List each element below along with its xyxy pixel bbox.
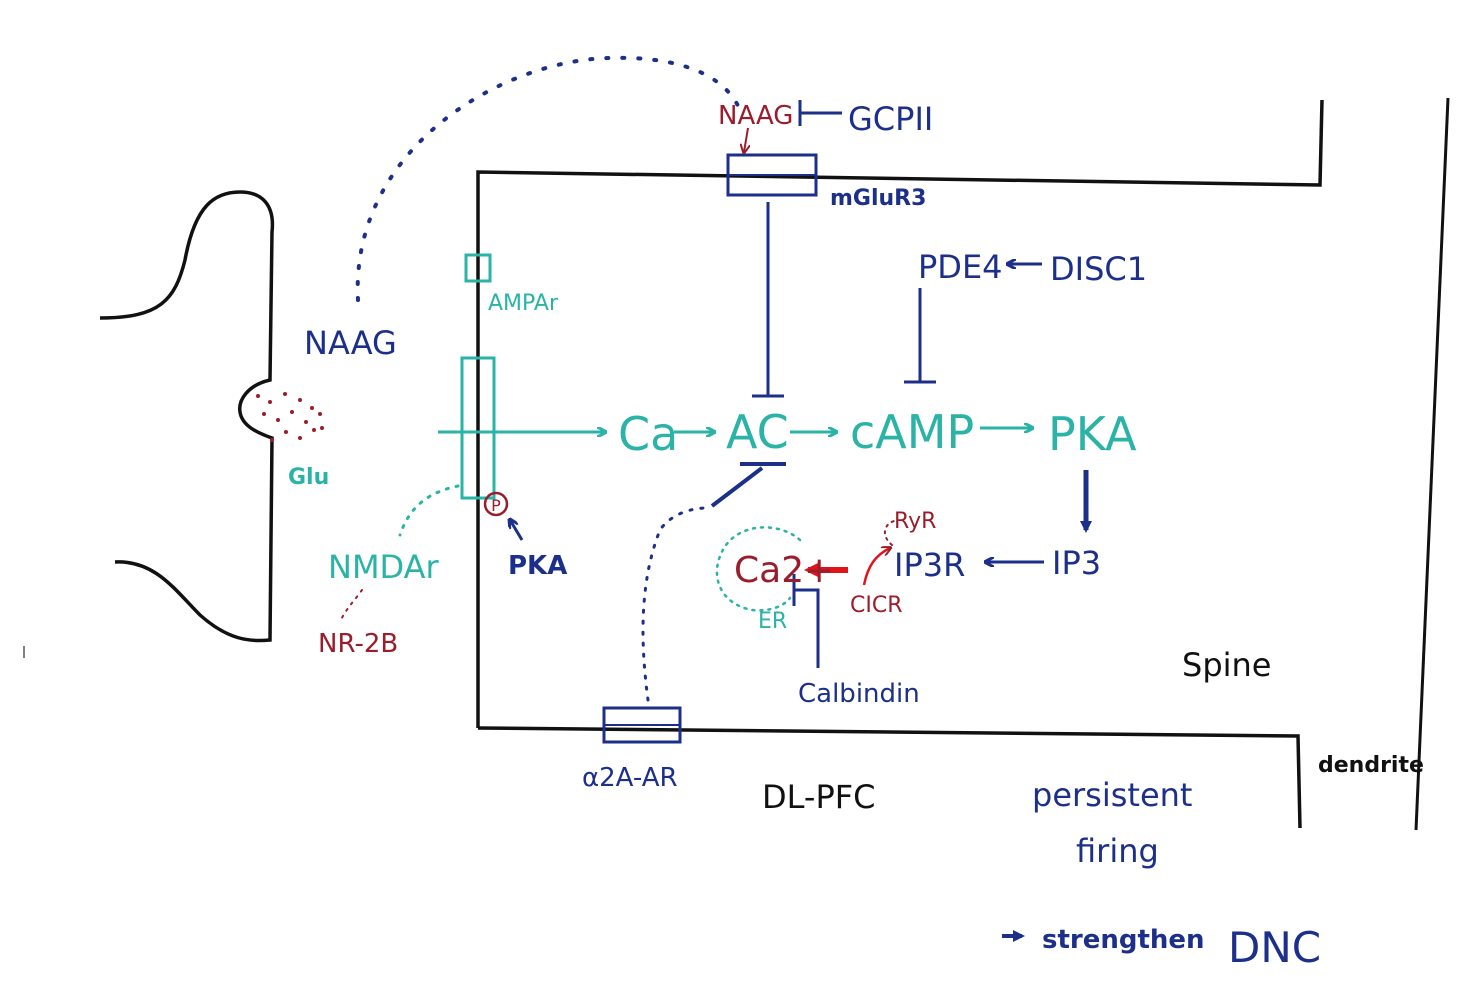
- glu-label: Glu: [288, 465, 329, 490]
- naag-to-mglur3-arrow: [744, 127, 748, 152]
- dendrite-wall: [1414, 97, 1450, 831]
- a2a-inhibits-ac-line: [710, 466, 764, 508]
- dlpfc-label: DL-PFC: [762, 778, 876, 816]
- glu-release-dots: [256, 392, 324, 442]
- spine-membrane-outline: [476, 99, 1324, 728]
- naag-top-label: NAAG: [718, 101, 793, 131]
- dnc-label: DNC: [1228, 923, 1321, 972]
- mglur3-label: mGluR3: [830, 186, 926, 211]
- calbindin-label: Calbindin: [798, 679, 920, 709]
- persistent-label: persistent: [1032, 776, 1192, 814]
- ca2-label: Ca2+: [734, 550, 834, 591]
- ryr-label: RyR: [894, 509, 936, 534]
- naag-left-label: NAAG: [304, 324, 397, 362]
- nmda-label-pointer: [398, 484, 460, 537]
- er-outline: [715, 526, 802, 612]
- nmda-receptor: [460, 356, 496, 500]
- presynaptic-terminal-outline: [99, 190, 275, 643]
- phospho-label: P: [491, 496, 501, 515]
- pka-label: PKA: [1048, 407, 1137, 461]
- ip3-label: IP3: [1052, 544, 1101, 582]
- nr2b-label: NR-2B: [318, 629, 398, 659]
- dendrite-label: dendrite: [1318, 753, 1424, 778]
- strengthen-label: strengthen: [1042, 925, 1205, 955]
- calbindin-inhibition-line: [794, 588, 820, 668]
- pde4-label: PDE4: [918, 248, 1003, 286]
- ac-label: AC: [726, 405, 789, 459]
- firing-label: firing: [1076, 832, 1159, 870]
- camp-label: cAMP: [850, 405, 974, 459]
- naag-diffusion-path: [355, 55, 742, 302]
- cicr-arrow: [862, 548, 890, 586]
- spine-label: Spine: [1182, 646, 1271, 684]
- nmdar-label: NMDAr: [328, 548, 440, 586]
- ip3r-label: IP3R: [894, 546, 965, 584]
- pka-to-phospho-arrow: [510, 520, 524, 541]
- er-label: ER: [758, 609, 787, 634]
- gcp2-label: GCPII: [848, 100, 933, 138]
- ampar-label: AMPAr: [488, 291, 559, 316]
- ca-label: Ca: [618, 407, 678, 461]
- spine-bottom-membrane: [477, 726, 1302, 829]
- nr2b-label-pointer: [339, 589, 363, 623]
- cicr-label: CICR: [850, 593, 903, 618]
- ampa-receptor: [464, 253, 492, 283]
- a2a-ar-label: α2A-AR: [582, 763, 678, 793]
- a2a-dotted-path: [641, 506, 708, 702]
- phospho-site: [483, 491, 509, 517]
- pka-small-label: PKA: [508, 551, 567, 581]
- disc1-label: DISC1: [1050, 250, 1147, 288]
